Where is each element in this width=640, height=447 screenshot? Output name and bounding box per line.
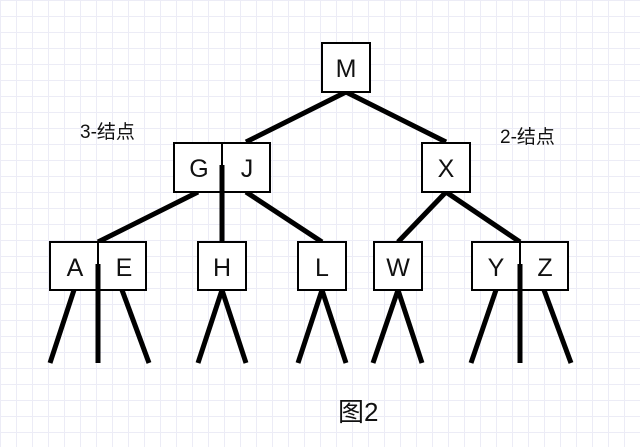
- edge-m-gj: [244, 89, 348, 145]
- leaf-stubs: [47, 289, 574, 364]
- stub: [47, 289, 77, 364]
- node-box-m: [321, 42, 371, 93]
- node-box-j: [221, 142, 271, 193]
- node-key-z: Z: [537, 254, 552, 282]
- node-key-j: J: [241, 155, 254, 183]
- node-key-w: W: [386, 254, 410, 282]
- stub: [295, 289, 325, 364]
- node-key-l: L: [315, 254, 329, 282]
- node-box-x: [421, 142, 471, 193]
- edge-gj-l: [244, 189, 324, 245]
- node-key-m: M: [336, 55, 357, 83]
- stub: [370, 289, 401, 364]
- node-box-l: [297, 241, 347, 291]
- stub: [219, 289, 249, 364]
- stub: [195, 289, 225, 364]
- edge-m-x: [344, 89, 448, 145]
- annotation-3-node: 3-结点: [80, 122, 135, 143]
- node-box-h: [197, 241, 247, 291]
- edge-x-w: [396, 190, 448, 244]
- split-connectors: [95, 165, 523, 290]
- node-key-h: H: [213, 254, 231, 282]
- node-box-a: [49, 241, 99, 291]
- annotation-2-node: 2-结点: [500, 127, 555, 148]
- stub: [541, 289, 574, 364]
- figure-caption: 图2: [338, 397, 379, 427]
- tree-edges: [96, 89, 522, 245]
- node-box-w: [373, 241, 423, 291]
- stub: [319, 289, 349, 364]
- node-key-y: Y: [488, 254, 505, 282]
- node-box-e: [97, 241, 147, 291]
- node-key-x: X: [438, 155, 455, 183]
- edge-x-yz: [444, 189, 522, 245]
- tree-nodes: [49, 42, 569, 291]
- node-labels: M G J X A E H L W Y Z: [67, 55, 553, 282]
- stub: [468, 289, 499, 364]
- stub: [395, 289, 425, 364]
- edge-gj-ae: [96, 189, 200, 245]
- node-key-e: E: [116, 254, 133, 282]
- node-key-g: G: [189, 155, 208, 183]
- node-box-g: [173, 142, 223, 193]
- stub: [119, 289, 152, 364]
- node-box-y: [471, 241, 521, 291]
- node-key-a: A: [67, 254, 84, 282]
